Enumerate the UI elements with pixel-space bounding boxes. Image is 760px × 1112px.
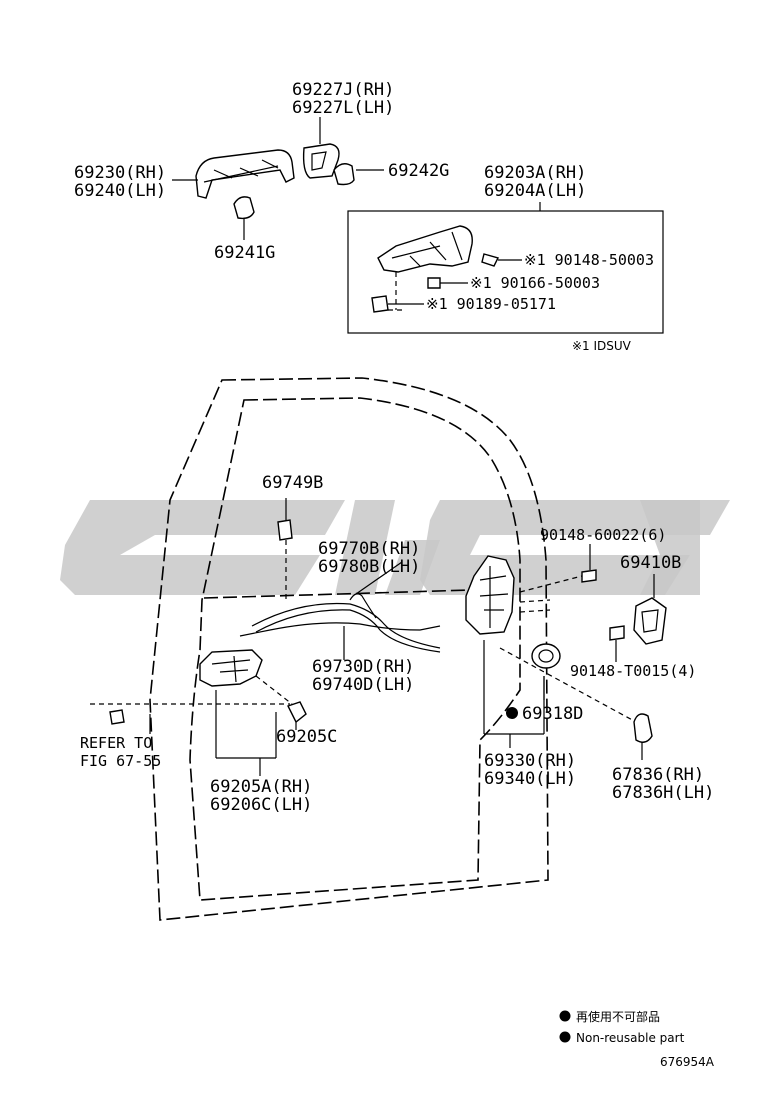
refer-screw: [109, 709, 125, 725]
inside-handle: [199, 649, 263, 687]
label-69204a: 69204A(LH): [484, 181, 586, 201]
legend-en: Non-reusable part: [576, 1031, 685, 1045]
label-69410b: 69410B: [620, 553, 681, 573]
label-69203a: 69203A(RH): [484, 163, 586, 183]
outside-handle-group: [172, 117, 384, 240]
door-outline: [149, 377, 549, 921]
handle-frame: [377, 225, 473, 273]
cable-clamp: [277, 519, 293, 541]
handle-pad-front: [333, 163, 355, 186]
label-69227l: 69227L(LH): [292, 98, 394, 118]
handle-frame-box: [347, 202, 664, 334]
handle-pad-rear: [233, 196, 255, 220]
non-reusable-mark: [506, 707, 518, 719]
screw-b: [427, 277, 441, 289]
cable-group: [239, 498, 441, 660]
label-90148-60022: 90148-60022(6): [540, 526, 666, 544]
label-refer-to: REFER TO: [80, 734, 152, 752]
label-69240: 69240(LH): [74, 181, 166, 201]
handle-cap: [302, 143, 340, 179]
legend: 再使用不可部品 Non-reusable part: [559, 1009, 685, 1045]
legend-dot-jp: [559, 1010, 571, 1022]
label-69749b: 69749B: [262, 473, 323, 493]
label-90148-t0015: 90148-T0015(4): [570, 662, 696, 680]
label-67836h: 67836H(LH): [612, 783, 714, 803]
screw-lock: [581, 569, 597, 583]
striker: [633, 597, 667, 645]
label-69730d: 69730D(RH): [312, 657, 414, 677]
label-69740d: 69740D(LH): [312, 675, 414, 695]
label-69780b: 69780B(LH): [318, 557, 420, 577]
screw-a: [481, 253, 500, 267]
lock-protector: [633, 713, 653, 743]
handle-cap-inner: [287, 701, 307, 724]
label-69770b: 69770B(RH): [318, 539, 420, 559]
screw-striker: [609, 625, 625, 641]
label-69205a: 69205A(RH): [210, 777, 312, 797]
label-69241g: 69241G: [214, 243, 275, 263]
label-fig: FIG 67-55: [80, 752, 161, 770]
legend-jp: 再使用不可部品: [576, 1009, 660, 1024]
outside-handle: [195, 149, 295, 199]
label-clip: ※1 90189-05171: [426, 295, 556, 313]
inside-handle-group: [90, 649, 307, 776]
clip: [371, 295, 389, 313]
label-67836: 67836(RH): [612, 765, 704, 785]
label-69227j: 69227J(RH): [292, 80, 394, 100]
label-69242g: 69242G: [388, 161, 449, 181]
grommet: [531, 643, 561, 669]
labels: 69227J(RH) 69227L(LH) 69230(RH) 69240(LH…: [74, 80, 714, 815]
figure-id: 676954A: [660, 1055, 715, 1069]
label-screw-1: ※1 90148-50003: [524, 251, 654, 269]
label-69330: 69330(RH): [484, 751, 576, 771]
label-69230: 69230(RH): [74, 163, 166, 183]
door-lock-group: [465, 544, 667, 760]
label-69206c: 69206C(LH): [210, 795, 312, 815]
label-69340: 69340(LH): [484, 769, 576, 789]
label-idsuv: ※1 IDSUV: [572, 339, 632, 353]
label-69318d: 69318D: [522, 704, 583, 724]
label-screw-2: ※1 90166-50003: [470, 274, 600, 292]
label-69205c: 69205C: [276, 727, 337, 747]
legend-dot-en: [559, 1031, 571, 1043]
